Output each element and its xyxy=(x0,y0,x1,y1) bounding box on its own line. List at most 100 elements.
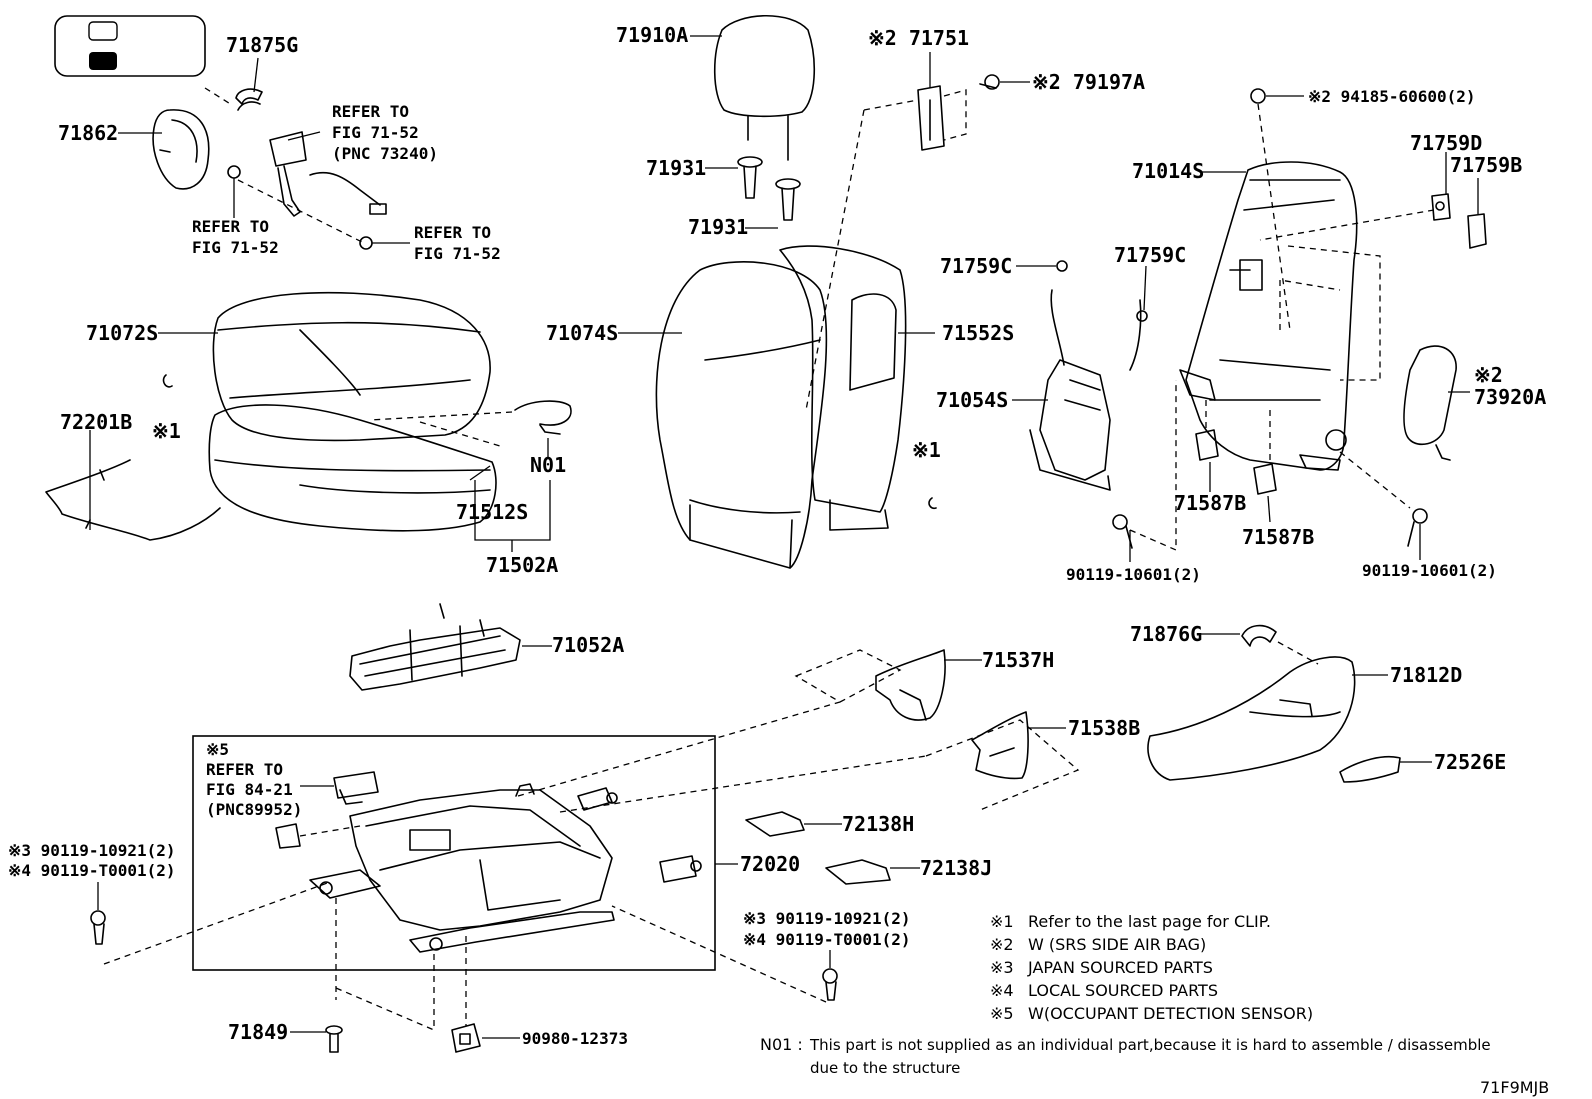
label-71751: ※2 71751 xyxy=(868,26,969,50)
bolt-right-drawing xyxy=(822,968,838,1001)
part-71759D-drawing xyxy=(1431,193,1451,221)
dash-line xyxy=(419,421,501,447)
headrest-guide-drawing xyxy=(737,156,801,221)
label-72138H: 72138H xyxy=(842,812,914,836)
label-72201B: 72201B xyxy=(60,410,132,434)
cap-90980-drawing xyxy=(451,1023,481,1053)
dash-line xyxy=(1339,451,1411,509)
label-71875G: 71875G xyxy=(226,33,298,57)
dash-line xyxy=(204,87,233,106)
label-71931a: 71931 xyxy=(646,156,706,180)
legend-key-4: ※4 xyxy=(990,981,1014,1000)
refer-text-3a: REFER TO xyxy=(414,223,491,242)
left-bolts-b: ※4 90119-T0001(2) xyxy=(8,861,176,880)
connector-drawing xyxy=(333,771,379,805)
part-72138H-drawing xyxy=(745,811,805,837)
label-94185: ※2 94185-60600(2) xyxy=(1308,87,1476,106)
label-71552S: 71552S xyxy=(942,321,1014,345)
part-71537H-drawing xyxy=(875,649,946,721)
label-71587Bb: 71587B xyxy=(1242,525,1314,549)
nut-drawing xyxy=(359,236,373,250)
bolt-71849-drawing xyxy=(325,1025,343,1053)
refer-text-1a: REFER TO xyxy=(332,102,409,121)
dash-line xyxy=(1129,380,1177,551)
label-71537H: 71537H xyxy=(982,648,1054,672)
label-71512S: 71512S xyxy=(456,500,528,524)
refer4-b: FIG 84-21 xyxy=(206,780,293,799)
seat-back-cover-drawing xyxy=(655,261,828,569)
label-73920A-star: ※2 xyxy=(1474,363,1503,387)
dash-line xyxy=(517,701,841,797)
footnote: N01 : This part is not supplied as an in… xyxy=(760,1035,1491,1077)
dash-line xyxy=(1279,279,1341,330)
seat-cushion-cover-drawing xyxy=(212,291,491,442)
dash-line xyxy=(1259,209,1435,241)
refer4-c: (PNC89952) xyxy=(206,800,302,819)
legend-key-2: ※2 xyxy=(990,935,1014,954)
right-bolts-a: ※3 90119-10921(2) xyxy=(743,909,911,928)
dash-line xyxy=(863,99,919,111)
bolt-79197A-drawing xyxy=(979,74,1000,90)
legend-text-1: Refer to the last page for CLIP. xyxy=(1028,912,1271,931)
reference-code: 71F9MJB xyxy=(1480,1078,1549,1097)
refer-text-1b: FIG 71-52 xyxy=(332,123,419,142)
label-71502A: 71502A xyxy=(486,553,558,577)
dash-line xyxy=(943,89,967,141)
dash-line xyxy=(1277,641,1319,665)
dash-line xyxy=(794,649,902,703)
seat-cushion-pad-drawing xyxy=(208,404,497,532)
label-90119b: 90119-10601(2) xyxy=(1362,561,1497,580)
part-71751-drawing xyxy=(917,85,945,151)
label-90119a: 90119-10601(2) xyxy=(1066,565,1201,584)
legend-text-3: JAPAN SOURCED PARTS xyxy=(1027,958,1213,977)
seat-track-box xyxy=(192,735,716,971)
label-71054S: 71054S xyxy=(936,388,1008,412)
refer4-a: REFER TO xyxy=(206,760,283,779)
label-71074S: 71074S xyxy=(546,321,618,345)
label-79197A: ※2 79197A xyxy=(1032,70,1145,94)
right-bolts-b: ※4 90119-T0001(2) xyxy=(743,930,911,949)
refer-text-3b: FIG 71-52 xyxy=(414,244,501,263)
headrest-drawing xyxy=(713,15,816,161)
bolt-left-drawing xyxy=(90,910,106,945)
side-shield-71812D-drawing xyxy=(1147,656,1356,781)
motor-b-drawing xyxy=(659,855,702,883)
label-72020: 72020 xyxy=(740,852,800,876)
legend-key-1: ※1 xyxy=(990,912,1014,931)
refer-text-2b: FIG 71-52 xyxy=(192,238,279,257)
leader-71587Bb xyxy=(1267,495,1271,523)
wire-harness-72201B-drawing xyxy=(45,459,221,541)
part-71862-drawing xyxy=(152,109,210,190)
clip-drawing-2 xyxy=(928,497,937,510)
label-71538B: 71538B xyxy=(1068,716,1140,740)
legend-text-2: W (SRS SIDE AIR BAG) xyxy=(1028,935,1206,954)
knob-72526E-drawing xyxy=(1339,755,1401,783)
label-72526E: 72526E xyxy=(1434,750,1506,774)
part-71759B-drawing xyxy=(1467,213,1487,249)
legend: ※1 Refer to the last page for CLIP. ※2 W… xyxy=(990,912,1313,1023)
legend-key-3: ※3 xyxy=(990,958,1014,977)
label-71759D: 71759D xyxy=(1410,131,1482,155)
refer-text-1c: (PNC 73240) xyxy=(332,144,438,163)
label-71849: 71849 xyxy=(228,1020,288,1044)
cushion-spring-drawing xyxy=(349,603,521,691)
label-71587Ba: 71587B xyxy=(1174,491,1246,515)
seat-adjuster-frame-drawing xyxy=(309,783,615,953)
dash-line xyxy=(1287,245,1381,381)
sensor-N01-drawing xyxy=(514,400,572,435)
label-71812D: 71812D xyxy=(1390,663,1462,687)
seat-back-frame-drawing xyxy=(1179,161,1358,471)
dash-line xyxy=(559,755,927,813)
legend-key-5: ※5 xyxy=(990,1004,1014,1023)
dash-line xyxy=(1257,103,1291,331)
clip-71759C-a xyxy=(1056,260,1068,272)
dash-line xyxy=(237,179,363,243)
label-73920A: 73920A xyxy=(1474,385,1546,409)
star1-right: ※1 xyxy=(912,438,941,462)
label-71910A: 71910A xyxy=(616,23,688,47)
label-71876G: 71876G xyxy=(1130,622,1202,646)
clip-drawing xyxy=(162,374,173,388)
lumbar-support-drawing xyxy=(1029,289,1142,491)
label-71862: 71862 xyxy=(58,121,118,145)
